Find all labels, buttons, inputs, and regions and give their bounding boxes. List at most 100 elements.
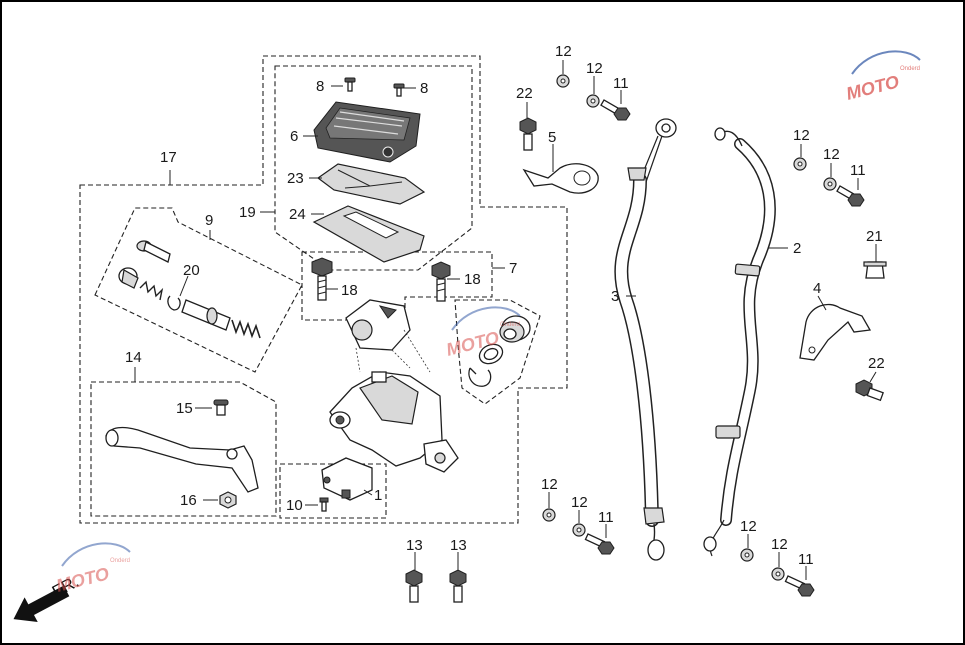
callout-23: 23 bbox=[287, 170, 304, 187]
callout-6: 6 bbox=[290, 128, 298, 145]
bolt-18-right bbox=[431, 261, 451, 302]
callout-14: 14 bbox=[125, 349, 142, 366]
washer-12-bottom-b bbox=[572, 523, 586, 537]
callout-24: 24 bbox=[289, 206, 306, 223]
callout-12-right-b: 12 bbox=[823, 146, 840, 163]
callout-12-bottom-d: 12 bbox=[771, 536, 788, 553]
watermark-logo-icon: MOTO Onderd bbox=[844, 50, 921, 104]
watermark-text-top: MOTO bbox=[844, 71, 901, 103]
banjo-bolt-11-bottom-left bbox=[584, 533, 615, 555]
screw-8-right bbox=[393, 83, 405, 97]
watermark-subtext-top: Onderd bbox=[900, 66, 920, 72]
callout-11-bottom-left: 11 bbox=[598, 509, 614, 526]
banjo-bolt-11-bottom-right bbox=[784, 575, 815, 597]
assembly-9-outline bbox=[94, 207, 303, 373]
dust-boot bbox=[118, 267, 139, 289]
callout-7: 7 bbox=[509, 260, 517, 277]
washer-12-top-b bbox=[586, 94, 600, 108]
hose-guide-4 bbox=[799, 303, 872, 361]
push-rod bbox=[136, 240, 171, 263]
callout-10: 10 bbox=[286, 497, 303, 514]
callout-12-right-a: 12 bbox=[793, 127, 810, 144]
callout-22-right: 22 bbox=[868, 355, 885, 372]
callout-8-left: 8 bbox=[316, 78, 324, 95]
callout-9: 9 bbox=[205, 212, 213, 229]
assembly-19-outline bbox=[274, 65, 473, 271]
callout-12-top-a: 12 bbox=[555, 43, 572, 60]
screw-8-left bbox=[344, 77, 356, 92]
callout-20: 20 bbox=[183, 262, 200, 279]
callout-4: 4 bbox=[813, 280, 821, 297]
callout-12-bottom-b: 12 bbox=[571, 494, 588, 511]
diaphragm-24 bbox=[312, 205, 425, 263]
bolt-13-right bbox=[449, 569, 467, 603]
callout-16: 16 bbox=[180, 492, 197, 509]
master-cylinder-body bbox=[329, 371, 459, 473]
nut-16 bbox=[219, 491, 237, 509]
hose-clamp-5 bbox=[522, 163, 599, 194]
callout-5: 5 bbox=[548, 129, 556, 146]
callout-18-left: 18 bbox=[341, 282, 358, 299]
leader-lines bbox=[134, 60, 877, 580]
banjo-bolt-11-top bbox=[600, 99, 631, 121]
watermark-logo-bottom: MOTO Onderd bbox=[54, 542, 131, 596]
callout-13-left: 13 bbox=[406, 537, 423, 554]
bolt-22-right bbox=[855, 379, 884, 402]
brake-hose-3 bbox=[614, 118, 677, 561]
callout-labels: 17 19 9 20 14 8 8 6 23 24 18 18 7 15 16 … bbox=[125, 43, 885, 568]
assembly-14-outline bbox=[90, 381, 277, 517]
callout-21: 21 bbox=[866, 228, 883, 245]
callout-11-right: 11 bbox=[850, 162, 866, 179]
callout-12-top-b: 12 bbox=[586, 60, 603, 77]
screw-10 bbox=[319, 497, 329, 512]
washer-12-right-b bbox=[823, 177, 837, 191]
return-spring bbox=[231, 319, 261, 339]
callout-11-bottom-right: 11 bbox=[798, 551, 814, 568]
washer-12-bottom-d bbox=[771, 567, 785, 581]
callout-13-right: 13 bbox=[450, 537, 467, 554]
watermark-text-bottom: MOTO bbox=[54, 563, 111, 595]
callout-11-top: 11 bbox=[613, 75, 629, 92]
spring-small bbox=[139, 280, 164, 301]
watermark-subtext-bottom: Onderd bbox=[110, 558, 130, 564]
cylinder-boot bbox=[499, 315, 531, 343]
watermark-subtext-center: Onderd bbox=[500, 322, 520, 328]
seal-kit-outline bbox=[454, 299, 541, 405]
brake-switch-1 bbox=[321, 457, 373, 501]
callout-18-right: 18 bbox=[464, 271, 481, 288]
assembly-7-outline bbox=[301, 251, 493, 321]
callout-12-bottom-c: 12 bbox=[740, 518, 757, 535]
washer-12-bottom-a bbox=[542, 508, 556, 522]
diaphragm-plate-23 bbox=[316, 163, 426, 205]
brake-hose-2 bbox=[703, 127, 776, 557]
brake-lever bbox=[105, 426, 259, 493]
assembly-17-outline bbox=[79, 55, 568, 524]
snap-ring-20 bbox=[167, 295, 181, 311]
callout-2: 2 bbox=[793, 240, 801, 257]
pivot-bolt-15 bbox=[213, 399, 229, 416]
piston bbox=[181, 299, 231, 331]
bolt-18-left bbox=[311, 257, 333, 301]
holder-guide-lines bbox=[355, 329, 431, 373]
washer-12-bottom-c bbox=[740, 548, 754, 562]
callout-19: 19 bbox=[239, 204, 256, 221]
washer-12-right-a bbox=[793, 157, 807, 171]
callout-22-top: 22 bbox=[516, 85, 533, 102]
callout-15: 15 bbox=[176, 400, 193, 417]
callout-8-right: 8 bbox=[420, 80, 428, 97]
front-direction-arrow-icon bbox=[13, 585, 70, 623]
callout-1: 1 bbox=[374, 487, 382, 504]
bolt-22-top bbox=[519, 117, 537, 151]
grommet-21 bbox=[863, 261, 887, 279]
bolt-13-left bbox=[405, 569, 423, 603]
callout-17: 17 bbox=[160, 149, 177, 166]
clamp-holder bbox=[345, 299, 411, 351]
washer-12-top-a bbox=[556, 74, 570, 88]
callout-12-bottom-a: 12 bbox=[541, 476, 558, 493]
reservoir-cap-6 bbox=[313, 101, 421, 163]
assembly-1-outline bbox=[279, 463, 387, 519]
callout-3: 3 bbox=[611, 288, 619, 305]
